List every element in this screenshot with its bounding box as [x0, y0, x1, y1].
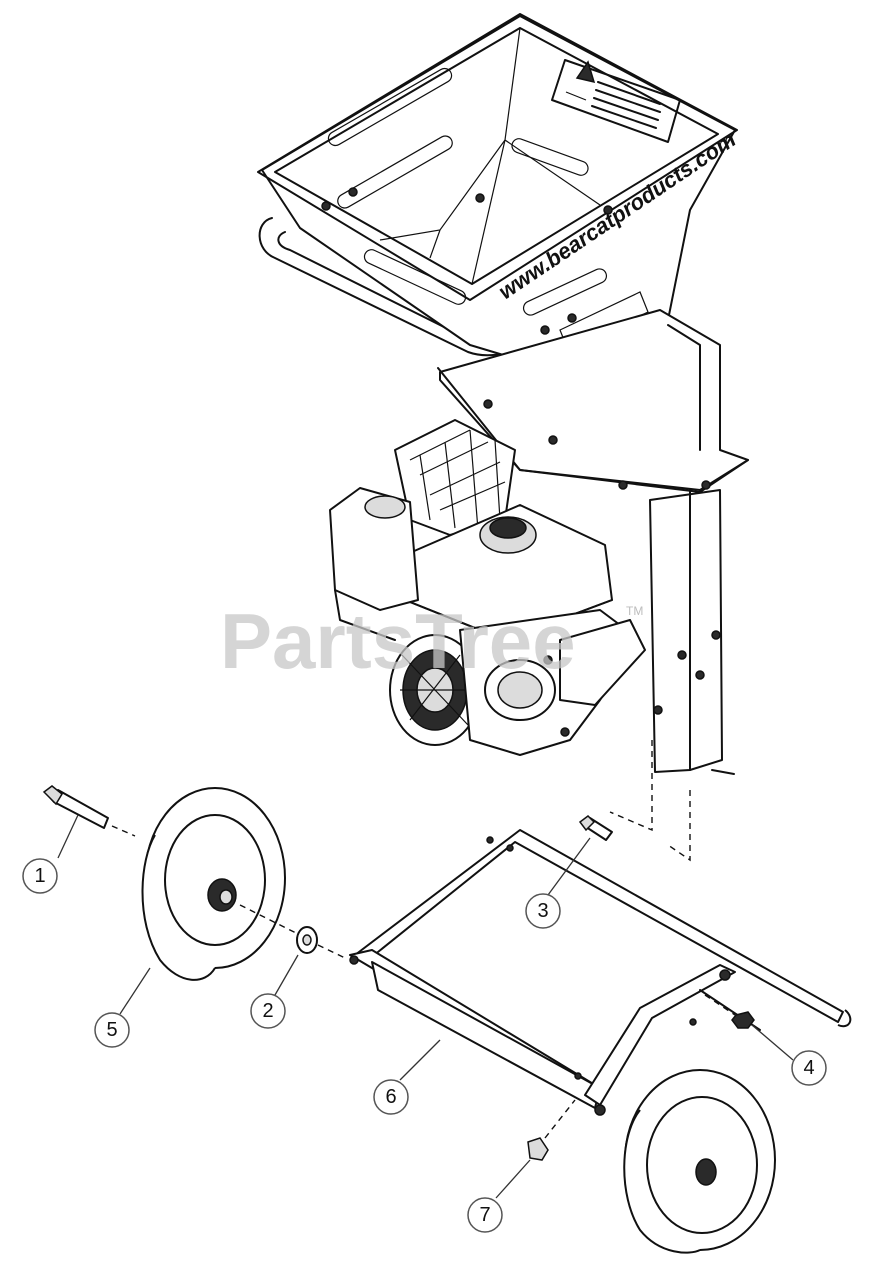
callout-label: 5: [106, 1019, 117, 1041]
washer-part-2: [239, 904, 346, 959]
warning-decal: [551, 59, 681, 143]
wheel-right: [623, 1069, 776, 1254]
callout-label: 2: [262, 1000, 273, 1022]
nut-part-4: [704, 994, 755, 1029]
bolt-part-3: [578, 815, 613, 841]
callout-4[interactable]: 4: [751, 1024, 827, 1086]
callout-1[interactable]: 1: [22, 814, 79, 894]
plug-part-7: [527, 1099, 576, 1161]
watermark: PartsTree: [220, 597, 576, 685]
callout-label: 6: [385, 1086, 396, 1108]
wheel-frame: [349, 829, 852, 1116]
callout-7[interactable]: 7: [467, 1159, 531, 1233]
callout-label: 3: [537, 900, 548, 922]
callout-label: 1: [34, 865, 45, 887]
chipper-housing: [437, 309, 749, 862]
callout-2[interactable]: 2: [250, 954, 299, 1029]
callout-5[interactable]: 5: [94, 967, 151, 1048]
callout-3[interactable]: 3: [525, 837, 591, 929]
watermark-tm: TM: [626, 604, 643, 618]
callout-label: 7: [479, 1204, 490, 1226]
bolt-part-1: [42, 785, 136, 837]
callout-label: 4: [803, 1057, 814, 1079]
callout-6[interactable]: 6: [373, 1039, 441, 1115]
wheel-part-5: [141, 787, 286, 981]
engine: [329, 419, 646, 756]
